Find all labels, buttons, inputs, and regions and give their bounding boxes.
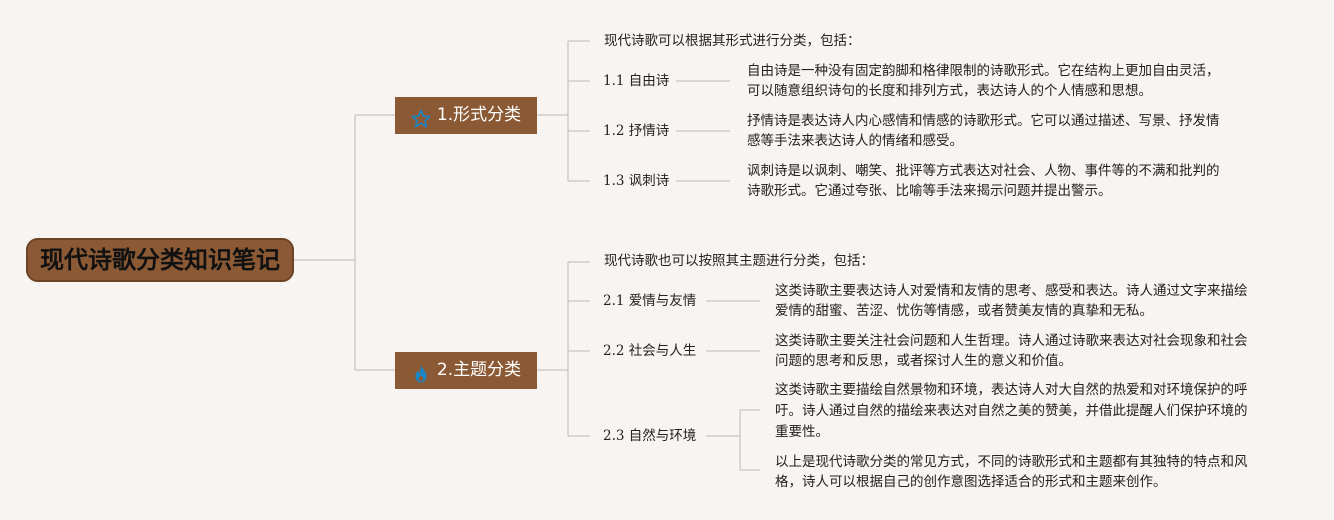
subtopic-desc-line: 爱情的甜蜜、苦涩、忧伤等情感，或者赞美友情的真挚和无私。 [775,303,1153,319]
subtopic-desc-line: 感等手法来表达诗人的情绪和感受。 [747,133,963,149]
subtopic-desc-line: 自由诗是一种没有固定韵脚和格律限制的诗歌形式。它在结构上更加自由灵活， [747,63,1220,79]
subtopic-desc-line: 重要性。 [775,424,829,440]
subtopic-label[interactable]: 1.3 讽刺诗 [603,173,670,189]
subtopic-desc-line: 吁。诗人通过自然的描绘来表达对自然之美的赞美，并借此提醒人们保护环境的 [775,403,1248,419]
branch-label: 1.形式分类 [436,105,522,125]
branch-intro: 现代诗歌也可以按照其主题进行分类，包括： [604,253,874,269]
summary-line: 以上是现代诗歌分类的常见方式，不同的诗歌形式和主题都有其独特的特点和风 [775,454,1248,470]
branch-label: 2.主题分类 [436,360,522,380]
subtopic-desc-line: 抒情诗是表达诗人内心感情和情感的诗歌形式。它可以通过描述、写景、抒发情 [747,113,1220,129]
subtopic-label[interactable]: 2.1 爱情与友情 [603,293,697,309]
subtopic-label[interactable]: 1.1 自由诗 [603,73,670,89]
subtopic-desc-line: 可以随意组织诗句的长度和排列方式，表达诗人的个人情感和思想。 [747,83,1152,99]
subtopic-label[interactable]: 2.3 自然与环境 [603,428,697,444]
root-title: 现代诗歌分类知识笔记 [40,246,280,274]
subtopic-label[interactable]: 2.2 社会与人生 [603,343,697,359]
subtopic-desc-line: 问题的思考和反思，或者探讨人生的意义和价值。 [775,353,1072,369]
subtopic-desc-line: 诗歌形式。它通过夸张、比喻等手法来揭示问题并提出警示。 [747,183,1112,199]
flame-icon [411,361,431,382]
root-node[interactable]: 现代诗歌分类知识笔记 [26,238,294,282]
branch-form-classification[interactable]: 1.形式分类 [395,97,537,134]
subtopic-desc-line: 这类诗歌主要关注社会问题和人生哲理。诗人通过诗歌来表达对社会现象和社会 [775,333,1248,349]
branch-theme-classification[interactable]: 2.主题分类 [395,352,537,389]
summary-line: 格，诗人可以根据自己的创作意图选择适合的形式和主题来创作。 [775,474,1167,490]
subtopic-label[interactable]: 1.2 抒情诗 [603,123,670,139]
subtopic-desc-line: 这类诗歌主要表达诗人对爱情和友情的思考、感受和表达。诗人通过文字来描绘 [775,283,1248,299]
branch-intro: 现代诗歌可以根据其形式进行分类，包括： [604,33,861,49]
subtopic-desc-line: 讽刺诗是以讽刺、嘲笑、批评等方式表达对社会、人物、事件等的不满和批判的 [747,163,1220,179]
subtopic-desc-line: 这类诗歌主要描绘自然景物和环境，表达诗人对大自然的热爱和对环境保护的呼 [775,382,1248,398]
star-icon [411,106,431,128]
